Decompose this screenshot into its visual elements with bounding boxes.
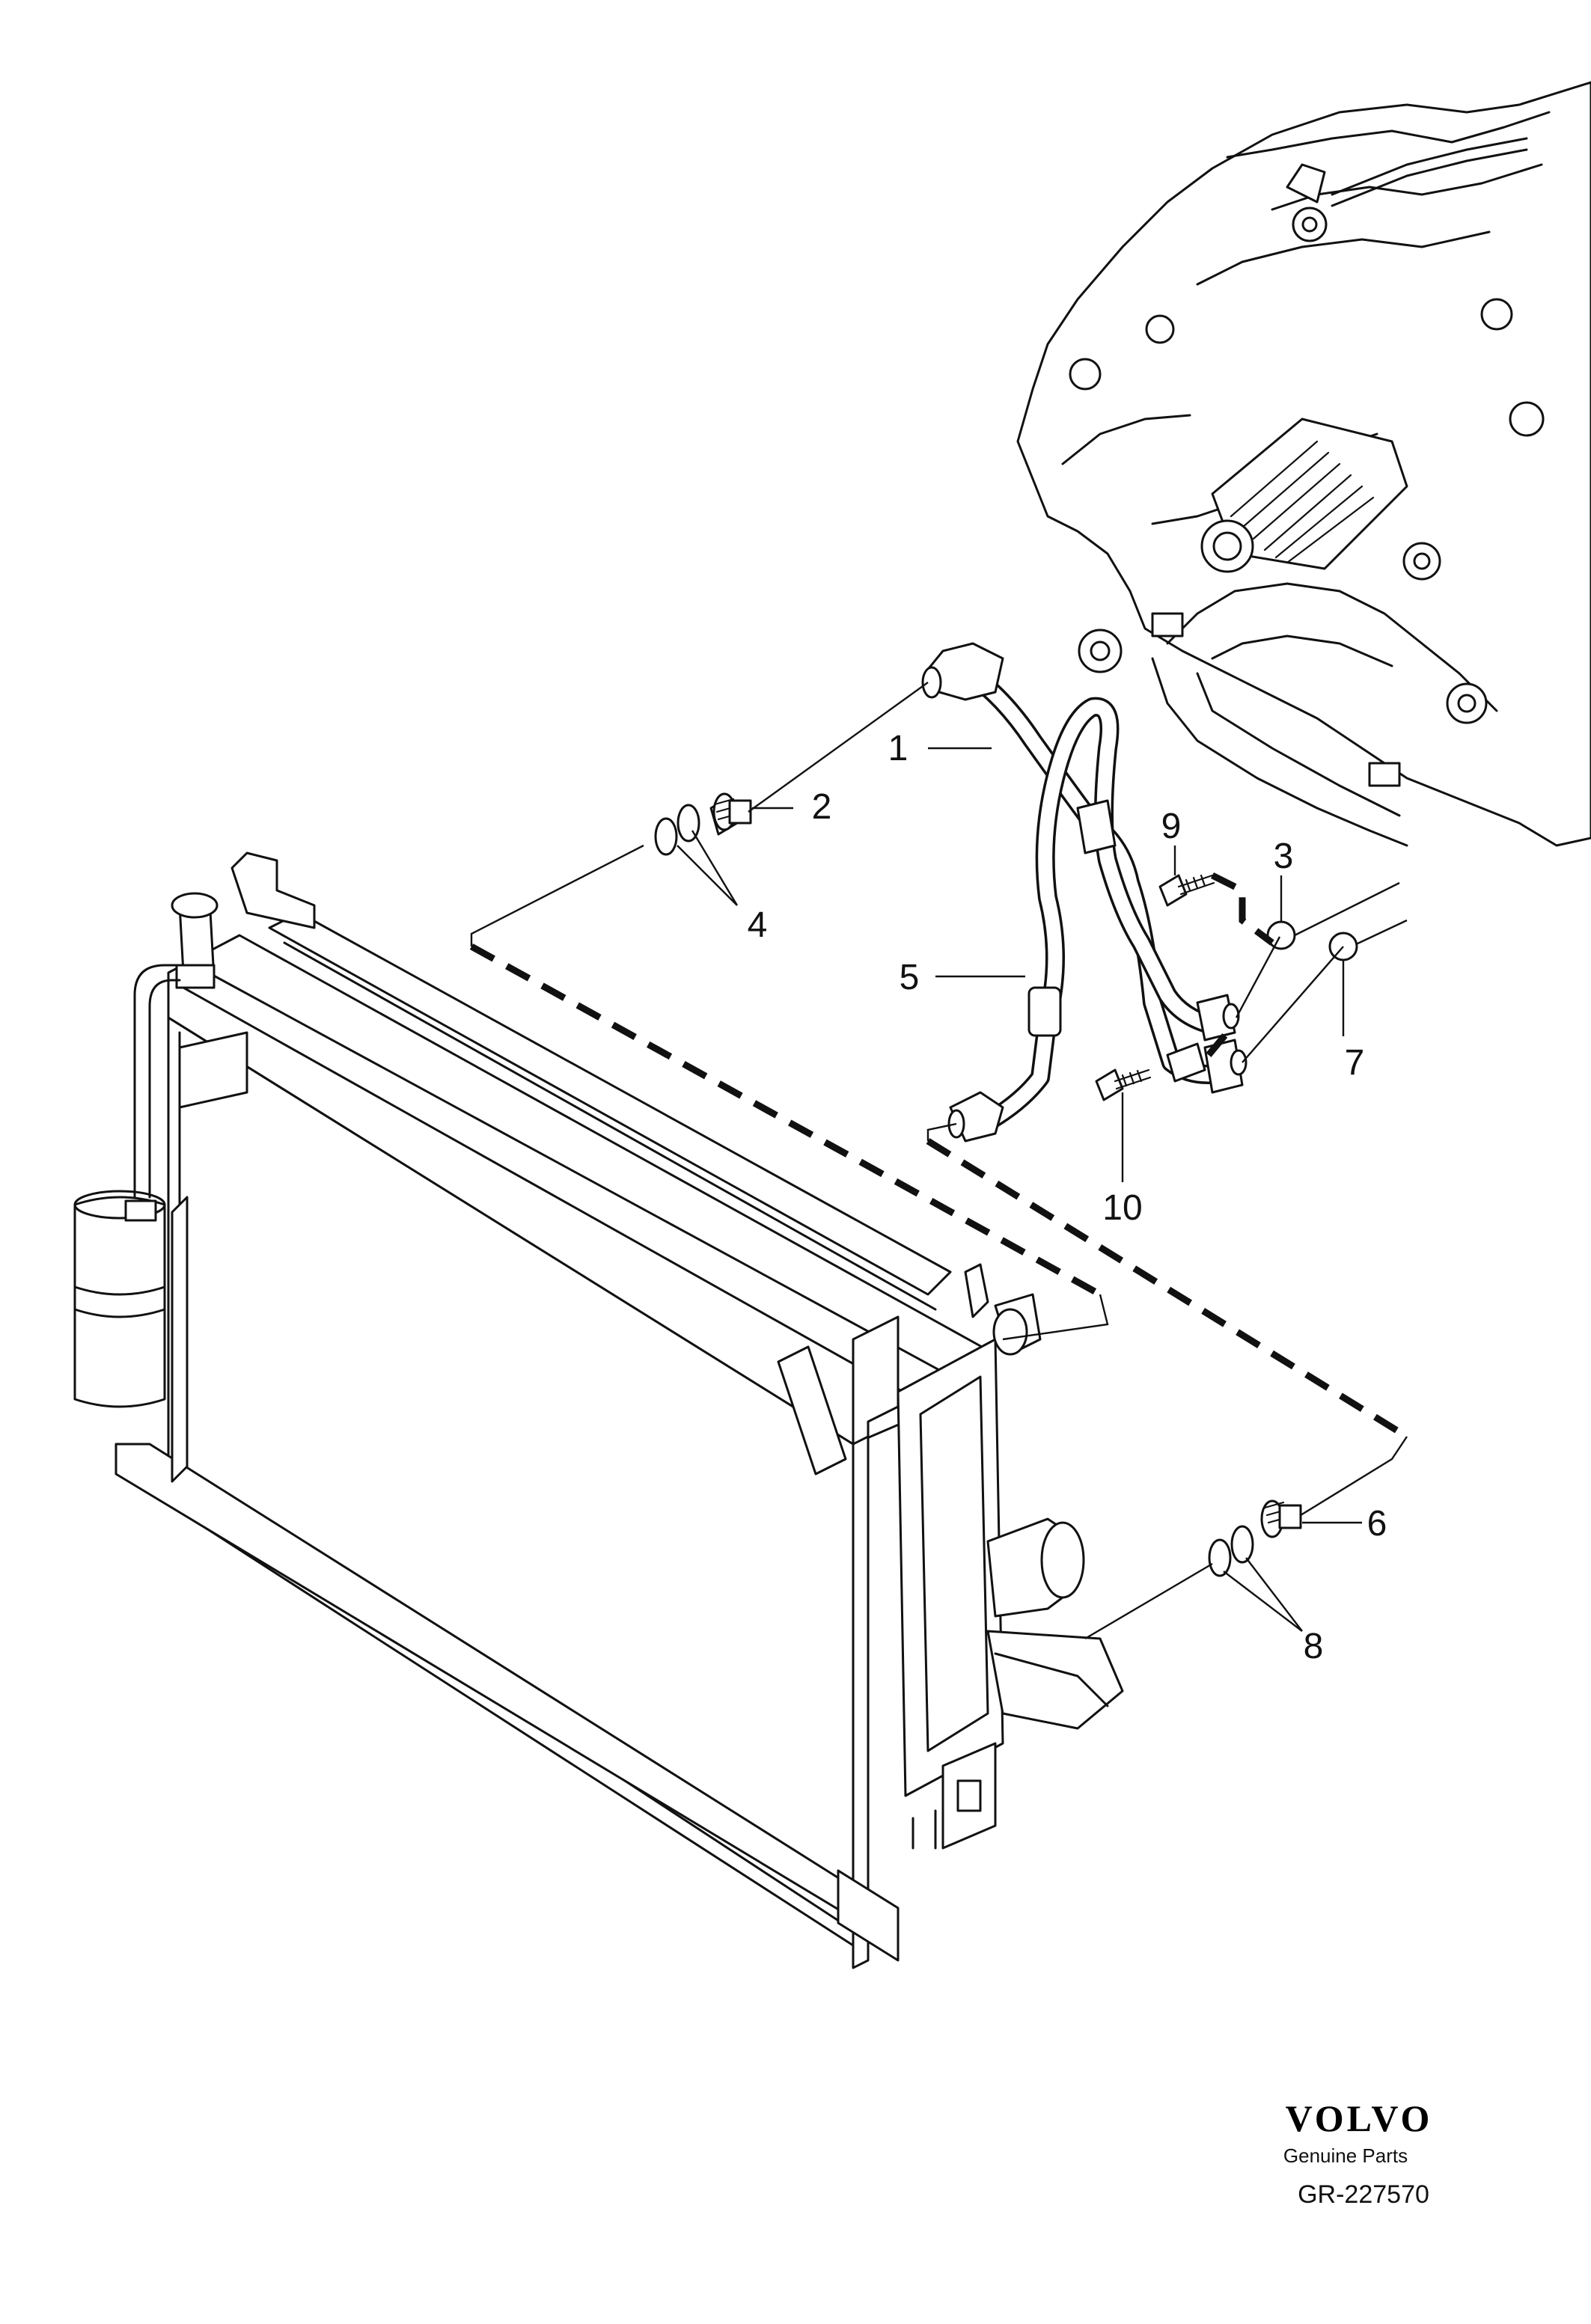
callout-7: 7	[1345, 1043, 1365, 1083]
volvo-logo: VOLVO	[1286, 2097, 1433, 2139]
callout-9: 9	[1161, 807, 1182, 846]
o-rings-8	[1208, 1525, 1254, 1577]
genuine-parts-label: Genuine Parts	[1283, 2144, 1408, 2167]
oil-cooler-pipes	[921, 642, 1248, 1143]
bolt-9	[1158, 874, 1215, 907]
alignment-lines	[469, 682, 1409, 1640]
brand-block: VOLVO Genuine Parts GR-227570	[1283, 2097, 1433, 2209]
callout-6: 6	[1367, 1504, 1387, 1544]
callout-5: 5	[900, 958, 920, 997]
bolt-10	[1095, 1068, 1152, 1101]
callout-3: 3	[1274, 837, 1294, 876]
callout-4: 4	[748, 905, 768, 945]
callout-1: 1	[888, 729, 909, 768]
receiver-drier	[73, 892, 219, 1408]
radiator-assembly	[114, 851, 1124, 1969]
callout-10: 10	[1102, 1188, 1142, 1228]
callout-8: 8	[1304, 1627, 1324, 1666]
callout-labels: 1 2 3 4 5 6 7 8 9 10	[748, 729, 1387, 1666]
connector-6	[1260, 1499, 1302, 1538]
connector-2	[709, 792, 752, 836]
o-rings-4	[654, 804, 700, 856]
callout-leaders	[677, 747, 1362, 1632]
callout-2: 2	[812, 787, 832, 827]
o-ring-3	[1266, 920, 1296, 950]
transmission-housing	[1016, 81, 1591, 847]
reference-code: GR-227570	[1298, 2180, 1429, 2209]
